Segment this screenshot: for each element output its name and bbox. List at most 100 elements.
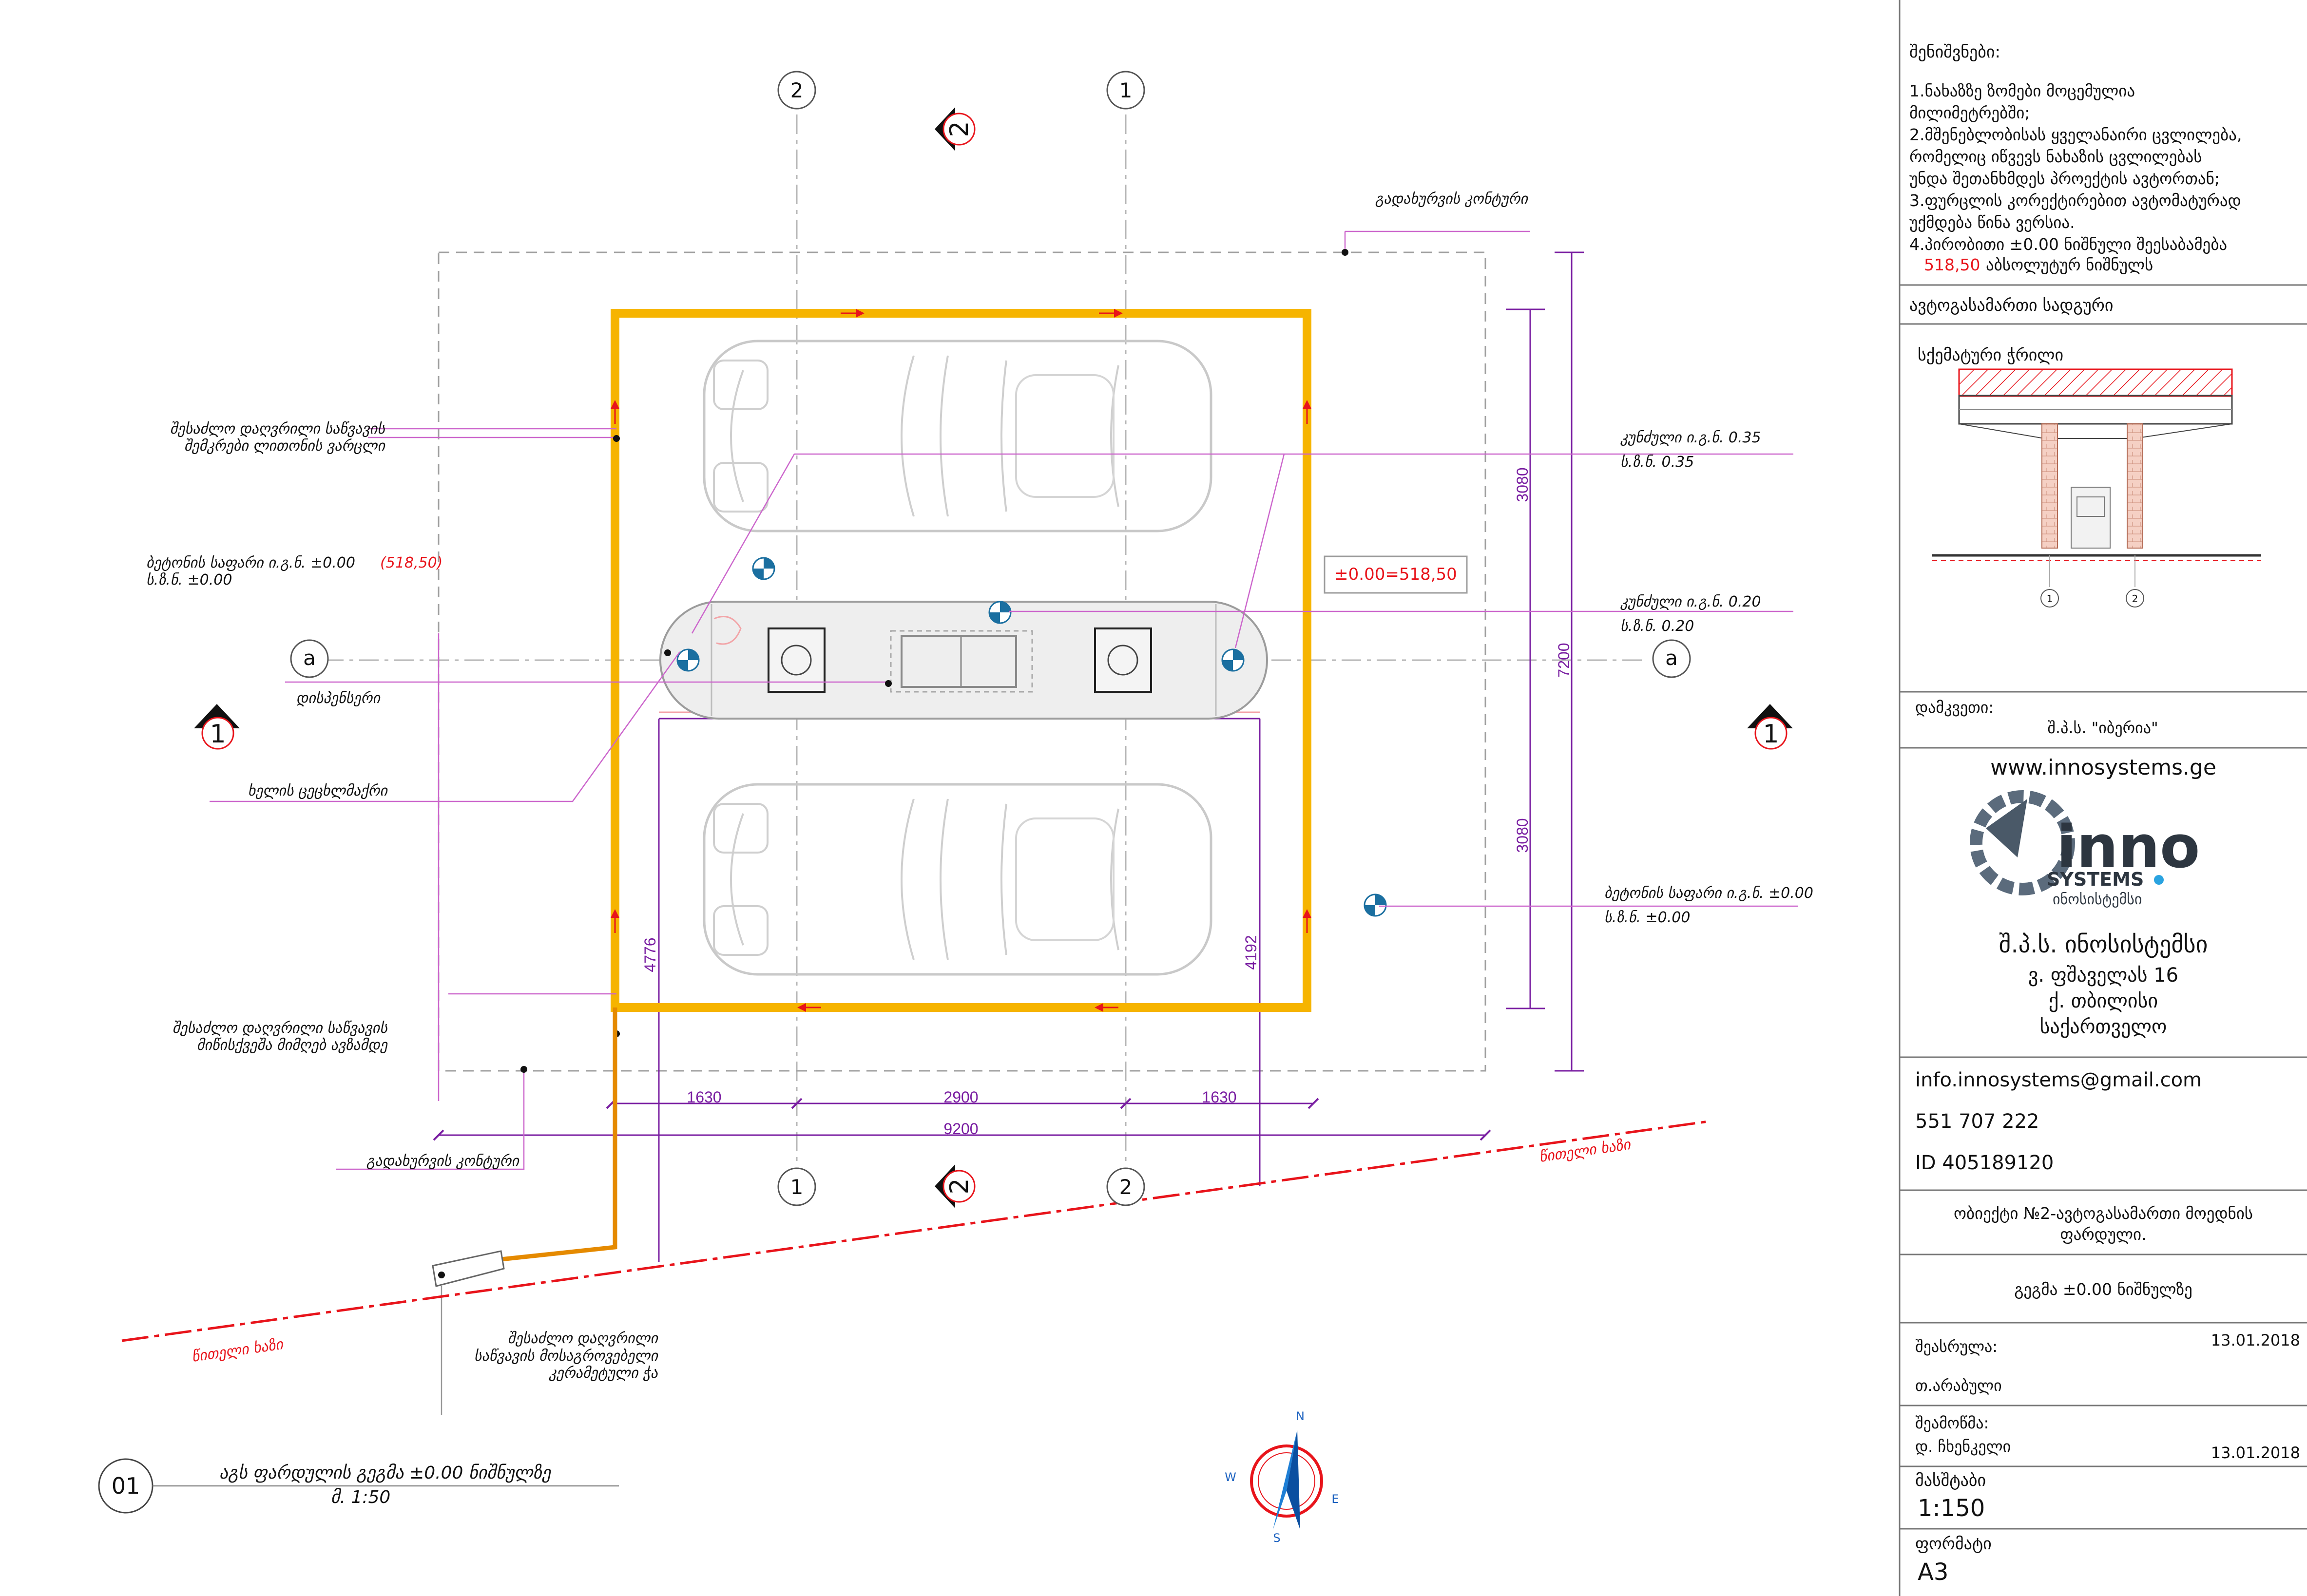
drawing-number: 01	[112, 1473, 140, 1499]
address-street: ვ. ფშაველას 16	[2028, 964, 2178, 987]
svg-text:1: 1	[2047, 593, 2053, 605]
label-red-line-1: წითელი ხაზი	[1538, 1136, 1633, 1166]
company-id: ID 405189120	[1915, 1152, 2054, 1174]
label-dispenser: დისპენსერი	[296, 690, 382, 707]
drawing-title: აგს ფარდულის გეგმა ±0.00 ნიშნულზე	[219, 1463, 552, 1483]
performed-name: თ.არაბული	[1915, 1376, 2002, 1395]
checked-label: შეამოწმა:	[1915, 1414, 1989, 1432]
label-concrete-red: (518,50)	[380, 554, 442, 571]
label-concrete-1: ბეტონის საფარი ი.გ.ნ. ±0.00	[146, 554, 355, 571]
object-name-2: ფარდული.	[2060, 1225, 2146, 1244]
title-block: შენიშვნები: 1.ნახაზზე ზომები მოცემულია მ…	[1899, 0, 2307, 1596]
client-name: შ.პ.ს. "იბერია"	[2047, 719, 2158, 737]
section-mark-2-bottom: 2	[935, 1164, 976, 1208]
station-name: ავტოგასამართი სადგური	[1909, 296, 2113, 315]
performed-label: შეასრულა:	[1915, 1337, 1998, 1356]
label-sump-1: შესაძლო დაღვრილი	[508, 1330, 659, 1347]
label-red-line-2: წითელი ხაზი	[191, 1336, 285, 1366]
svg-text:2: 2	[945, 121, 974, 137]
plan-drawing: 1630 2900 1630 9200 3080 3080 7200 4776 …	[98, 71, 1813, 1545]
svg-text:SYSTEMS: SYSTEMS	[2047, 869, 2144, 890]
label-curb-1: კუნძული ი.გ.ნ. 0.35	[1620, 429, 1761, 446]
compass-s: S	[1273, 1531, 1280, 1545]
axis-row-a-left: a	[303, 646, 316, 670]
performed-date: 13.01.2018	[2211, 1331, 2300, 1349]
label-drain-1: შესაძლო დაღვრილი საწვავის	[173, 1020, 387, 1037]
label-curb-4: ს.ზ.ნ. 0.20	[1620, 618, 1694, 635]
elevation-box: ±0.00=518,50	[1334, 565, 1457, 584]
object-name-1: ობიექტი №2-ავტოგასამართი მოედნის	[1954, 1204, 2253, 1223]
innosystems-logo: inno SYSTEMS ინოსისტემსი	[1970, 790, 2200, 908]
car-top	[704, 341, 1211, 531]
label-gutter-1: შესაძლო დაღვრილი საწვავის	[170, 420, 385, 437]
drawing-scale: მ. 1:50	[331, 1487, 391, 1507]
red-line	[121, 1120, 1709, 1342]
sheet-title: გეგმა ±0.00 ნიშნულზე	[2014, 1280, 2192, 1299]
note-line: 1.ნახაზზე ზომები მოცემულია	[1909, 81, 2135, 100]
note-line: რომელიც იწვევს ნახაზის ცვლილებას	[1909, 147, 2202, 166]
label-drain-2: მიწისქვეშა მიმღებ ავზამდე	[197, 1037, 388, 1054]
svg-text:2: 2	[2132, 593, 2138, 605]
note-tail: აბსოლუტურ ნიშნულს	[1986, 255, 2153, 274]
svg-text:1: 1	[1763, 720, 1779, 749]
note-red-value: 518,50	[1924, 255, 1980, 274]
label-concrete-right-2: ს.ზ.ნ. ±0.00	[1604, 909, 1690, 926]
scale-label: მასშტაბი	[1915, 1471, 1986, 1490]
axis-bottom-2: 2	[1119, 1175, 1133, 1199]
label-concrete-2: ს.ზ.ნ. ±0.00	[146, 571, 232, 589]
address-city: ქ. თბილისი	[2049, 990, 2158, 1012]
website-link[interactable]: www.innosystems.ge	[1990, 755, 2216, 780]
email-link[interactable]: info.innosystems@gmail.com	[1915, 1069, 2202, 1091]
schematic-section: 1 2	[1932, 368, 2261, 608]
label-canopy-bottom: გადახურვის კონტური	[366, 1153, 520, 1170]
notes-heading: შენიშვნები:	[1909, 42, 2000, 62]
label-extinguisher: ხელის ცეცხლმაქრი	[248, 782, 389, 799]
phone-number: 551 707 222	[1915, 1110, 2039, 1133]
checked-date: 13.01.2018	[2211, 1444, 2300, 1462]
section-mark-2-top: 2	[935, 107, 976, 151]
compass-n: N	[1296, 1409, 1305, 1423]
axis-bottom-1: 1	[790, 1175, 804, 1199]
compass-icon: N S E W	[1225, 1409, 1339, 1545]
dim-4192: 4192	[1242, 935, 1260, 969]
car-bottom	[704, 784, 1211, 974]
note-line: მილიმეტრებში;	[1909, 103, 2030, 122]
note-line: 4.პირობითი ±0.00 ნიშნული შეესაბამება	[1909, 235, 2227, 254]
dim-3080-bottom: 3080	[1514, 818, 1531, 853]
dim-4776: 4776	[641, 937, 659, 972]
dim-3080-top: 3080	[1514, 467, 1531, 502]
label-curb-2: ს.ზ.ნ. 0.35	[1620, 454, 1694, 471]
axis-row-a-right: a	[1665, 646, 1678, 670]
label-curb-3: კუნძული ი.გ.ნ. 0.20	[1620, 593, 1761, 610]
svg-text:ინოსისტემსი: ინოსისტემსი	[2053, 891, 2142, 908]
dim-9200: 9200	[943, 1120, 978, 1138]
axis-top-1: 1	[1119, 78, 1133, 102]
label-sump-3: კერამეტული ჭა	[548, 1365, 658, 1382]
scale-value: 1:150	[1918, 1495, 1985, 1522]
dim-7200: 7200	[1555, 643, 1573, 677]
gutter-frame	[611, 309, 1311, 1012]
svg-text:1: 1	[210, 720, 226, 749]
note-line: უნდა შეთანხმდეს პროექტის ავტორთან;	[1909, 169, 2220, 188]
format-label: ფორმატი	[1915, 1534, 1992, 1554]
label-gutter-2: შემკრები ლითონის ვარცლი	[184, 437, 386, 455]
section-caption: სქემატური ჭრილი	[1918, 345, 2063, 365]
label-sump-2: საწვავის მოსაგროვებელი	[474, 1348, 659, 1365]
note-line: უქმდება წინა ვერსია.	[1909, 213, 2075, 232]
axis-top-2: 2	[790, 78, 804, 102]
section-mark-1-right: 1	[1747, 704, 1793, 750]
note-line: 2.მშენებლობისას ყველანაირი ცვლილება,	[1909, 125, 2242, 144]
pump-island	[659, 601, 1268, 720]
dim-2900: 2900	[943, 1088, 978, 1106]
dim-1630-left: 1630	[687, 1088, 721, 1106]
compass-e: E	[1331, 1492, 1339, 1506]
svg-text:2: 2	[945, 1178, 974, 1194]
compass-w: W	[1225, 1470, 1236, 1484]
label-canopy-top: გადახურვის კონტური	[1375, 190, 1529, 208]
checked-name: დ. ჩხენკელი	[1915, 1437, 2011, 1456]
note-line: 3.ფურცლის კორექტირებით ავტომატურად	[1909, 191, 2241, 210]
company-name: შ.პ.ს. ინოსისტემსი	[1999, 931, 2208, 958]
format-value: A3	[1918, 1558, 1948, 1586]
dim-1630-right: 1630	[1202, 1088, 1236, 1106]
